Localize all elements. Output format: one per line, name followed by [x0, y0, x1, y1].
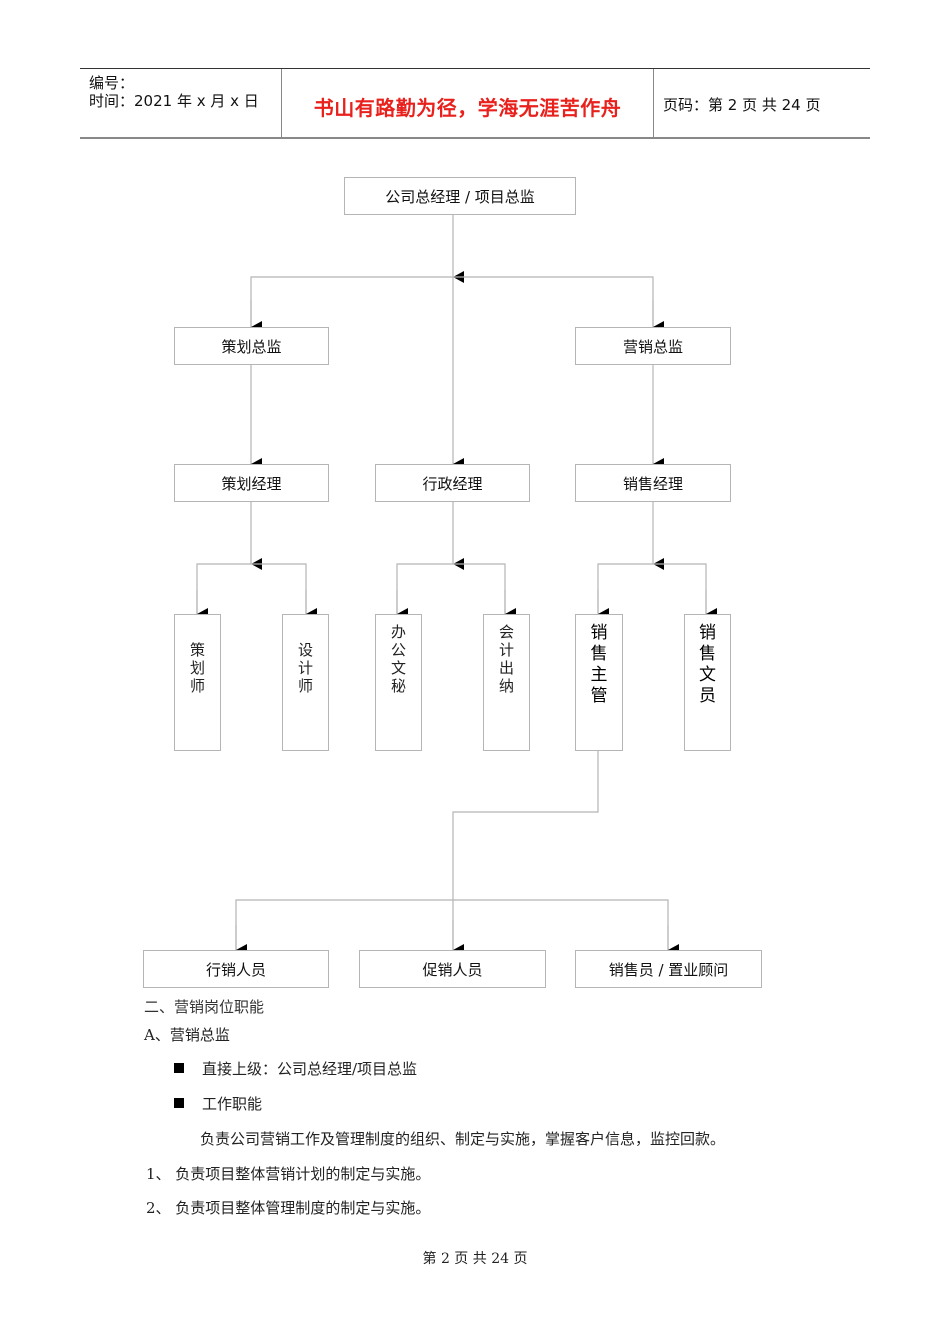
node-label: 策划总监	[221, 337, 282, 356]
section-heading: 二、营销岗位职能	[144, 998, 265, 1016]
header-page-cell: 页码：第 2 页 共 24 页	[655, 69, 870, 137]
connector	[196, 563, 307, 614]
date-label: 时间：2021 年 x 月 x 日	[89, 92, 259, 110]
node-label: 行销人员	[205, 960, 266, 979]
motto: 书山有路勤为径，学海无涯苦作舟	[313, 96, 622, 120]
org-node-field-sales: 行销人员	[143, 950, 329, 988]
org-node-promotion-staff: 促销人员	[359, 950, 546, 988]
page-footer: 第 2 页 共 24 页	[422, 1251, 528, 1267]
header-meta-cell: 编号： 时间：2021 年 x 月 x 日	[80, 69, 282, 137]
node-label: 行政经理	[422, 474, 483, 493]
connector	[396, 563, 506, 614]
node-label: 营销总监	[622, 337, 683, 356]
node-label: 策划师	[190, 641, 206, 695]
org-node-planner: 策划师	[174, 614, 221, 751]
document-header: 编号： 时间：2021 年 x 月 x 日 书山有路勤为径，学海无涯苦作舟 页码…	[80, 68, 870, 139]
serial-label: 编号：	[89, 74, 135, 92]
org-node-office-secretary: 办公文秘	[375, 614, 422, 751]
org-node-sales-consultant: 销售员 / 置业顾问	[575, 950, 762, 988]
org-node-root: 公司总经理 / 项目总监	[344, 177, 576, 215]
org-node-admin-manager: 行政经理	[375, 464, 530, 502]
connector	[235, 899, 669, 950]
header-motto-cell: 书山有路勤为径，学海无涯苦作舟	[282, 69, 654, 137]
node-label: 销售主管	[590, 623, 608, 706]
org-node-marketing-director: 营销总监	[575, 327, 731, 365]
bullet-text: 直接上级：公司总经理/项目总监	[202, 1060, 418, 1078]
bullet-text: 工作职能	[202, 1095, 263, 1113]
org-node-planning-manager: 策划经理	[174, 464, 329, 502]
org-node-sales-manager: 销售经理	[575, 464, 731, 502]
org-node-planning-director: 策划总监	[174, 327, 329, 365]
duty-item: 1、 负责项目整体营销计划的制定与实施。	[146, 1165, 431, 1183]
square-bullet-icon	[174, 1063, 184, 1073]
org-chart-connectors	[196, 215, 717, 956]
role-title: A、营销总监	[144, 1026, 230, 1044]
bullet-item: 工作职能	[174, 1093, 262, 1114]
square-bullet-icon	[174, 1098, 184, 1108]
org-node-designer: 设计师	[282, 614, 329, 751]
node-label: 促销人员	[422, 960, 483, 979]
bullet-item: 直接上级：公司总经理/项目总监	[174, 1058, 417, 1079]
org-node-accountant-cashier: 会计出纳	[483, 614, 530, 751]
node-label: 策划经理	[221, 474, 282, 493]
node-label: 设计师	[298, 641, 314, 695]
node-label: 销售文员	[699, 623, 716, 706]
page-info: 页码：第 2 页 共 24 页	[663, 96, 821, 114]
node-label: 会计出纳	[499, 623, 515, 695]
connector	[250, 276, 654, 327]
org-node-sales-supervisor: 销售主管	[575, 614, 623, 751]
node-label: 销售员 / 置业顾问	[608, 960, 729, 979]
duty-item: 2、 负责项目整体管理制度的制定与实施。	[146, 1199, 431, 1217]
connector	[452, 750, 599, 950]
node-label: 办公文秘	[391, 623, 407, 695]
node-label: 公司总经理 / 项目总监	[385, 187, 535, 206]
connector	[597, 563, 707, 614]
node-label: 销售经理	[622, 474, 683, 493]
duty-summary: 负责公司营销工作及管理制度的组织、制定与实施，掌握客户信息，监控回款。	[200, 1130, 726, 1148]
org-node-sales-clerk: 销售文员	[684, 614, 731, 751]
